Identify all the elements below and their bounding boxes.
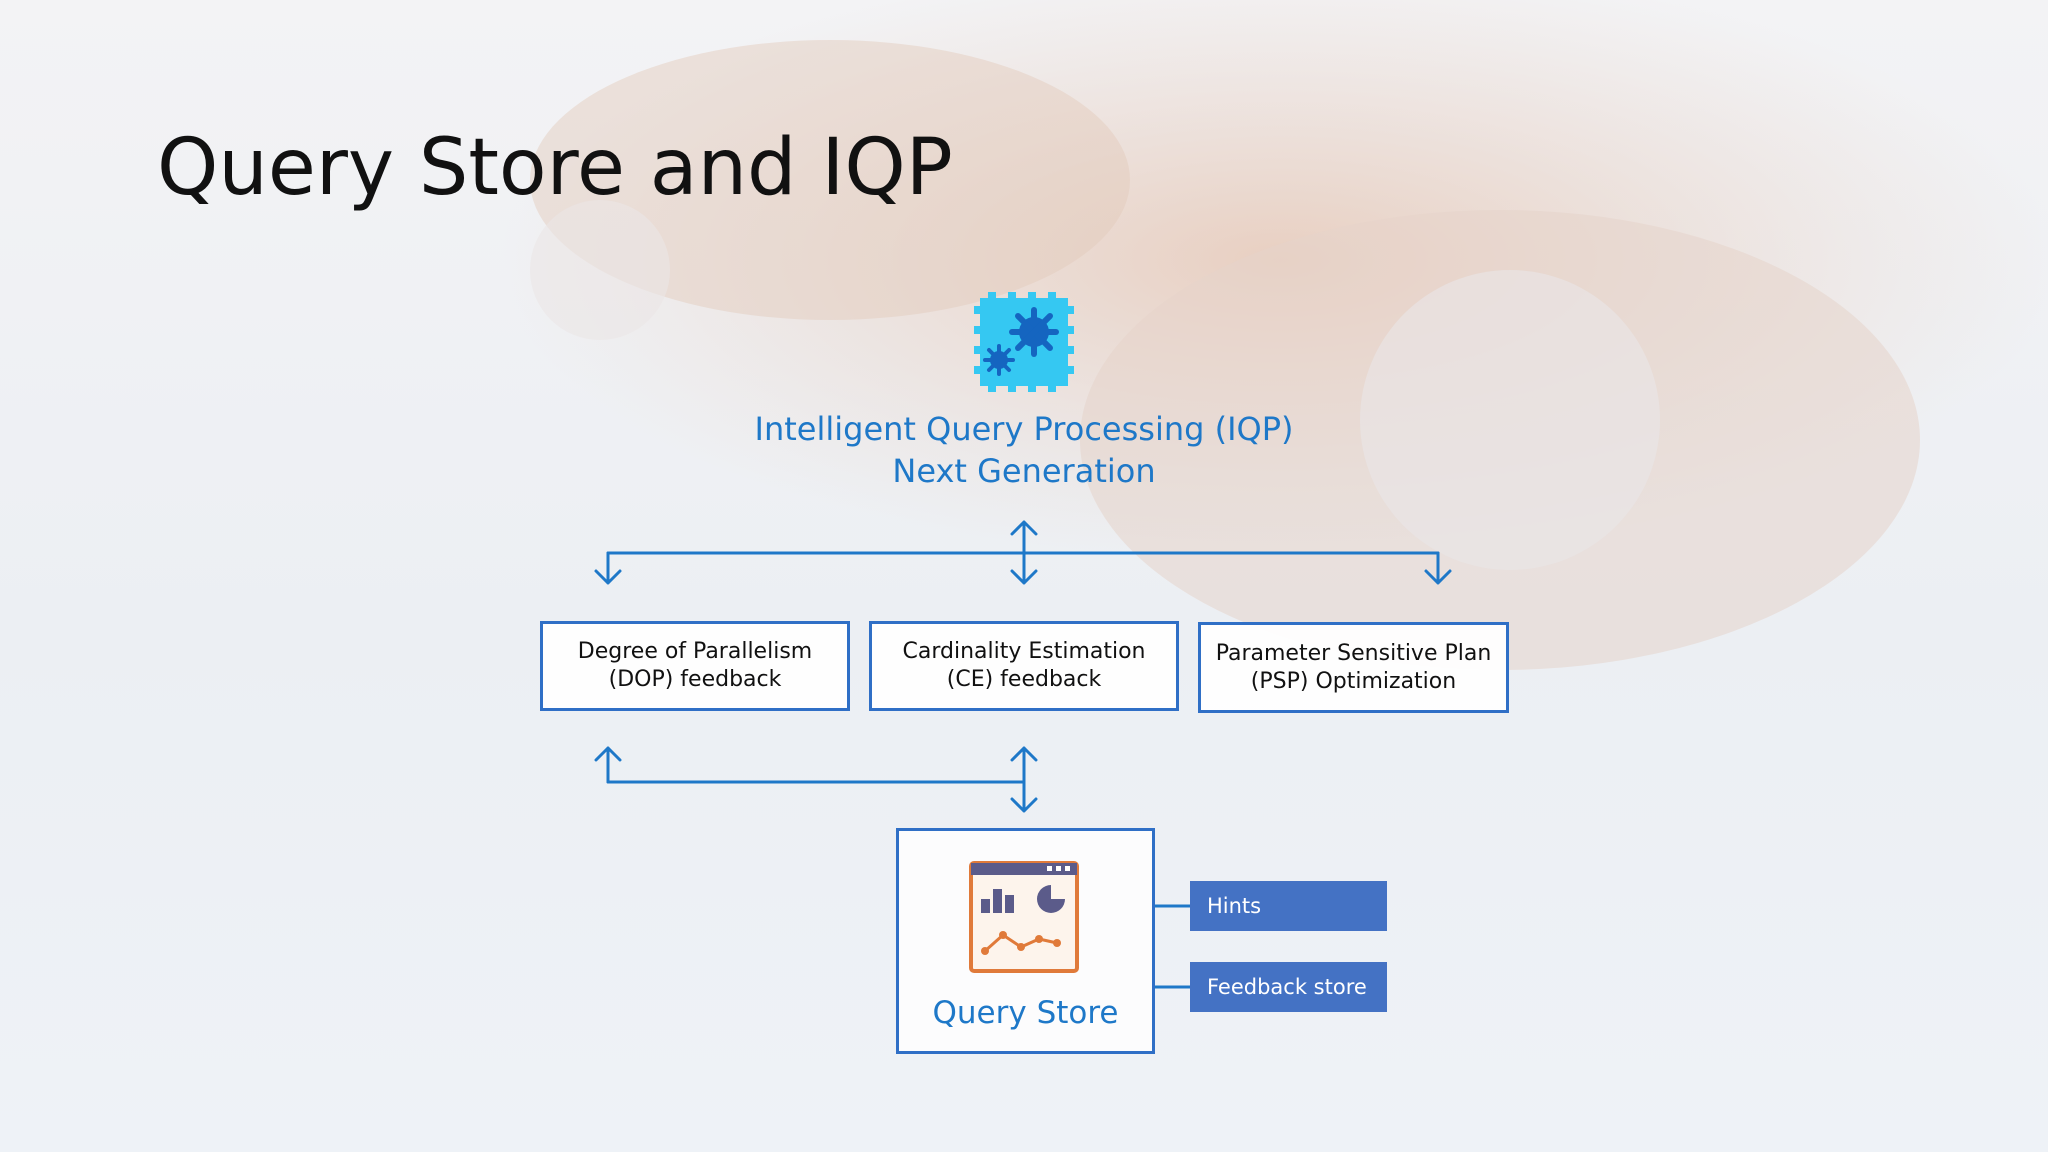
dashboard-chart-icon [969,861,1079,973]
arrow-iqp-ce [1010,520,1038,585]
query-store-label: Query Store [932,995,1119,1031]
arrow-from-dop [594,746,622,784]
slide-title: Query Store and IQP [157,123,953,213]
gears-icon [974,292,1074,392]
dop-feedback-box: Degree of Parallelism (DOP) feedback [540,621,850,711]
query-store-box: Query Store [896,828,1155,1054]
psp-optimization-box: Parameter Sensitive Plan (PSP) Optimizat… [1198,622,1509,713]
arrow-to-dop [594,551,622,585]
iqp-title-line1: Intelligent Query Processing (IQP) [754,410,1294,448]
hints-tag: Hints [1190,881,1387,931]
arrow-to-psp [1424,551,1452,585]
feedback-store-tag: Feedback store [1190,962,1387,1012]
iqp-title: Intelligent Query Processing (IQP) Next … [624,408,1424,492]
ce-feedback-label: Cardinality Estimation (CE) feedback [902,639,1146,692]
ce-feedback-box: Cardinality Estimation (CE) feedback [869,621,1179,711]
dop-feedback-label: Degree of Parallelism (DOP) feedback [577,639,813,692]
iqp-title-line2: Next Generation [892,452,1156,490]
arrow-ce-querystore [1010,746,1038,813]
psp-optimization-label: Parameter Sensitive Plan (PSP) Optimizat… [1215,640,1492,694]
